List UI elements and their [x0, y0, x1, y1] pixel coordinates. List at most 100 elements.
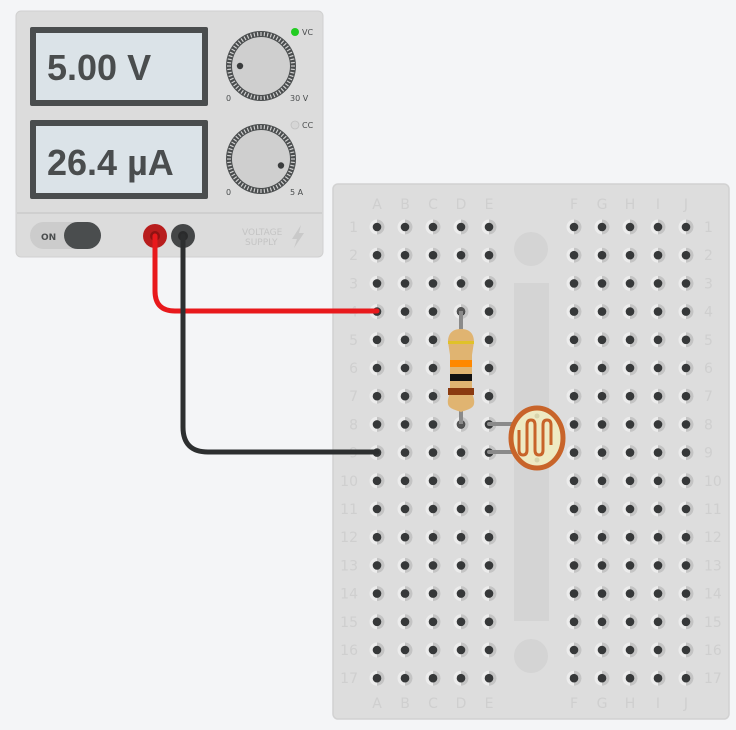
- breadboard-hole[interactable]: [625, 504, 635, 514]
- breadboard-hole[interactable]: [569, 532, 579, 542]
- breadboard-hole[interactable]: [569, 391, 579, 401]
- breadboard-hole[interactable]: [597, 617, 607, 627]
- power-switch[interactable]: ON: [30, 222, 101, 249]
- breadboard-hole[interactable]: [372, 391, 382, 401]
- breadboard-hole[interactable]: [625, 307, 635, 316]
- breadboard-hole[interactable]: [569, 504, 579, 514]
- breadboard-hole[interactable]: [597, 673, 607, 683]
- breadboard-hole[interactable]: [456, 504, 466, 514]
- breadboard-hole[interactable]: [681, 363, 691, 373]
- breadboard-hole[interactable]: [625, 222, 635, 232]
- photoresistor[interactable]: [487, 405, 566, 471]
- power-supply[interactable]: 5.00 V 26.4 µA 0 30 V 0 5 A VC CC ON VOL…: [15, 10, 324, 258]
- breadboard-hole[interactable]: [400, 363, 410, 373]
- breadboard-hole[interactable]: [653, 673, 663, 683]
- breadboard-hole[interactable]: [597, 476, 607, 486]
- breadboard-hole[interactable]: [484, 250, 494, 260]
- breadboard-hole[interactable]: [428, 363, 438, 373]
- breadboard-hole[interactable]: [597, 589, 607, 598]
- black-wire[interactable]: [180, 233, 380, 455]
- breadboard-hole[interactable]: [484, 279, 494, 288]
- breadboard-hole[interactable]: [681, 589, 691, 598]
- breadboard-hole[interactable]: [653, 617, 663, 627]
- breadboard-hole[interactable]: [653, 279, 663, 288]
- breadboard-hole[interactable]: [484, 363, 494, 373]
- breadboard-hole[interactable]: [456, 222, 466, 232]
- breadboard-hole[interactable]: [597, 391, 607, 401]
- breadboard-hole[interactable]: [456, 589, 466, 598]
- breadboard-hole[interactable]: [400, 335, 410, 345]
- breadboard-hole[interactable]: [681, 307, 691, 316]
- breadboard-hole[interactable]: [625, 335, 635, 345]
- breadboard-hole[interactable]: [428, 335, 438, 345]
- breadboard-hole[interactable]: [372, 279, 382, 288]
- breadboard-hole[interactable]: [625, 391, 635, 401]
- breadboard-hole[interactable]: [400, 250, 410, 260]
- breadboard-hole[interactable]: [569, 448, 579, 457]
- breadboard-hole[interactable]: [428, 307, 438, 316]
- breadboard-hole[interactable]: [372, 363, 382, 373]
- breadboard-hole[interactable]: [372, 532, 382, 542]
- breadboard-hole[interactable]: [456, 532, 466, 542]
- breadboard-hole[interactable]: [456, 250, 466, 260]
- breadboard-hole[interactable]: [400, 504, 410, 514]
- breadboard-hole[interactable]: [484, 335, 494, 345]
- breadboard-hole[interactable]: [569, 335, 579, 345]
- breadboard-hole[interactable]: [625, 420, 635, 429]
- breadboard-hole[interactable]: [400, 561, 410, 570]
- breadboard-hole[interactable]: [569, 279, 579, 288]
- breadboard-hole[interactable]: [456, 279, 466, 288]
- breadboard-hole[interactable]: [484, 673, 494, 683]
- breadboard-hole[interactable]: [428, 448, 438, 457]
- breadboard-hole[interactable]: [400, 645, 410, 655]
- breadboard-hole[interactable]: [456, 448, 466, 457]
- breadboard-hole[interactable]: [569, 222, 579, 232]
- breadboard-hole[interactable]: [484, 391, 494, 401]
- breadboard-hole[interactable]: [372, 673, 382, 683]
- breadboard-hole[interactable]: [428, 673, 438, 683]
- breadboard-hole[interactable]: [625, 363, 635, 373]
- breadboard-hole[interactable]: [597, 250, 607, 260]
- breadboard-hole[interactable]: [681, 561, 691, 570]
- breadboard-hole[interactable]: [484, 645, 494, 655]
- breadboard-hole[interactable]: [428, 476, 438, 486]
- breadboard-hole[interactable]: [653, 504, 663, 514]
- breadboard-hole[interactable]: [428, 504, 438, 514]
- breadboard-hole[interactable]: [372, 589, 382, 598]
- breadboard-hole[interactable]: [569, 645, 579, 655]
- breadboard-hole[interactable]: [625, 561, 635, 570]
- breadboard-hole[interactable]: [681, 532, 691, 542]
- breadboard-hole[interactable]: [653, 420, 663, 429]
- resistor[interactable]: [447, 307, 475, 428]
- breadboard-hole[interactable]: [569, 561, 579, 570]
- breadboard-hole[interactable]: [625, 645, 635, 655]
- current-knob-face[interactable]: [232, 130, 290, 188]
- breadboard-hole[interactable]: [372, 222, 382, 232]
- breadboard-hole[interactable]: [653, 391, 663, 401]
- breadboard-hole[interactable]: [372, 504, 382, 514]
- breadboard-hole[interactable]: [681, 391, 691, 401]
- breadboard-hole[interactable]: [597, 420, 607, 429]
- breadboard-hole[interactable]: [653, 363, 663, 373]
- breadboard-hole[interactable]: [428, 279, 438, 288]
- breadboard-hole[interactable]: [569, 617, 579, 627]
- breadboard-hole[interactable]: [681, 476, 691, 486]
- breadboard-hole[interactable]: [400, 532, 410, 542]
- breadboard-hole[interactable]: [653, 335, 663, 345]
- breadboard-hole[interactable]: [400, 589, 410, 598]
- breadboard-hole[interactable]: [597, 645, 607, 655]
- breadboard-hole[interactable]: [372, 476, 382, 486]
- breadboard-hole[interactable]: [681, 335, 691, 345]
- breadboard-hole[interactable]: [569, 420, 579, 429]
- breadboard-hole[interactable]: [681, 448, 691, 457]
- breadboard-hole[interactable]: [681, 279, 691, 288]
- breadboard-hole[interactable]: [653, 589, 663, 598]
- breadboard-hole[interactable]: [428, 222, 438, 232]
- breadboard-hole[interactable]: [653, 250, 663, 260]
- breadboard-hole[interactable]: [653, 532, 663, 542]
- breadboard-hole[interactable]: [372, 335, 382, 345]
- breadboard-hole[interactable]: [625, 532, 635, 542]
- breadboard-hole[interactable]: [400, 307, 410, 316]
- breadboard-hole[interactable]: [681, 617, 691, 627]
- voltage-knob[interactable]: [226, 31, 296, 101]
